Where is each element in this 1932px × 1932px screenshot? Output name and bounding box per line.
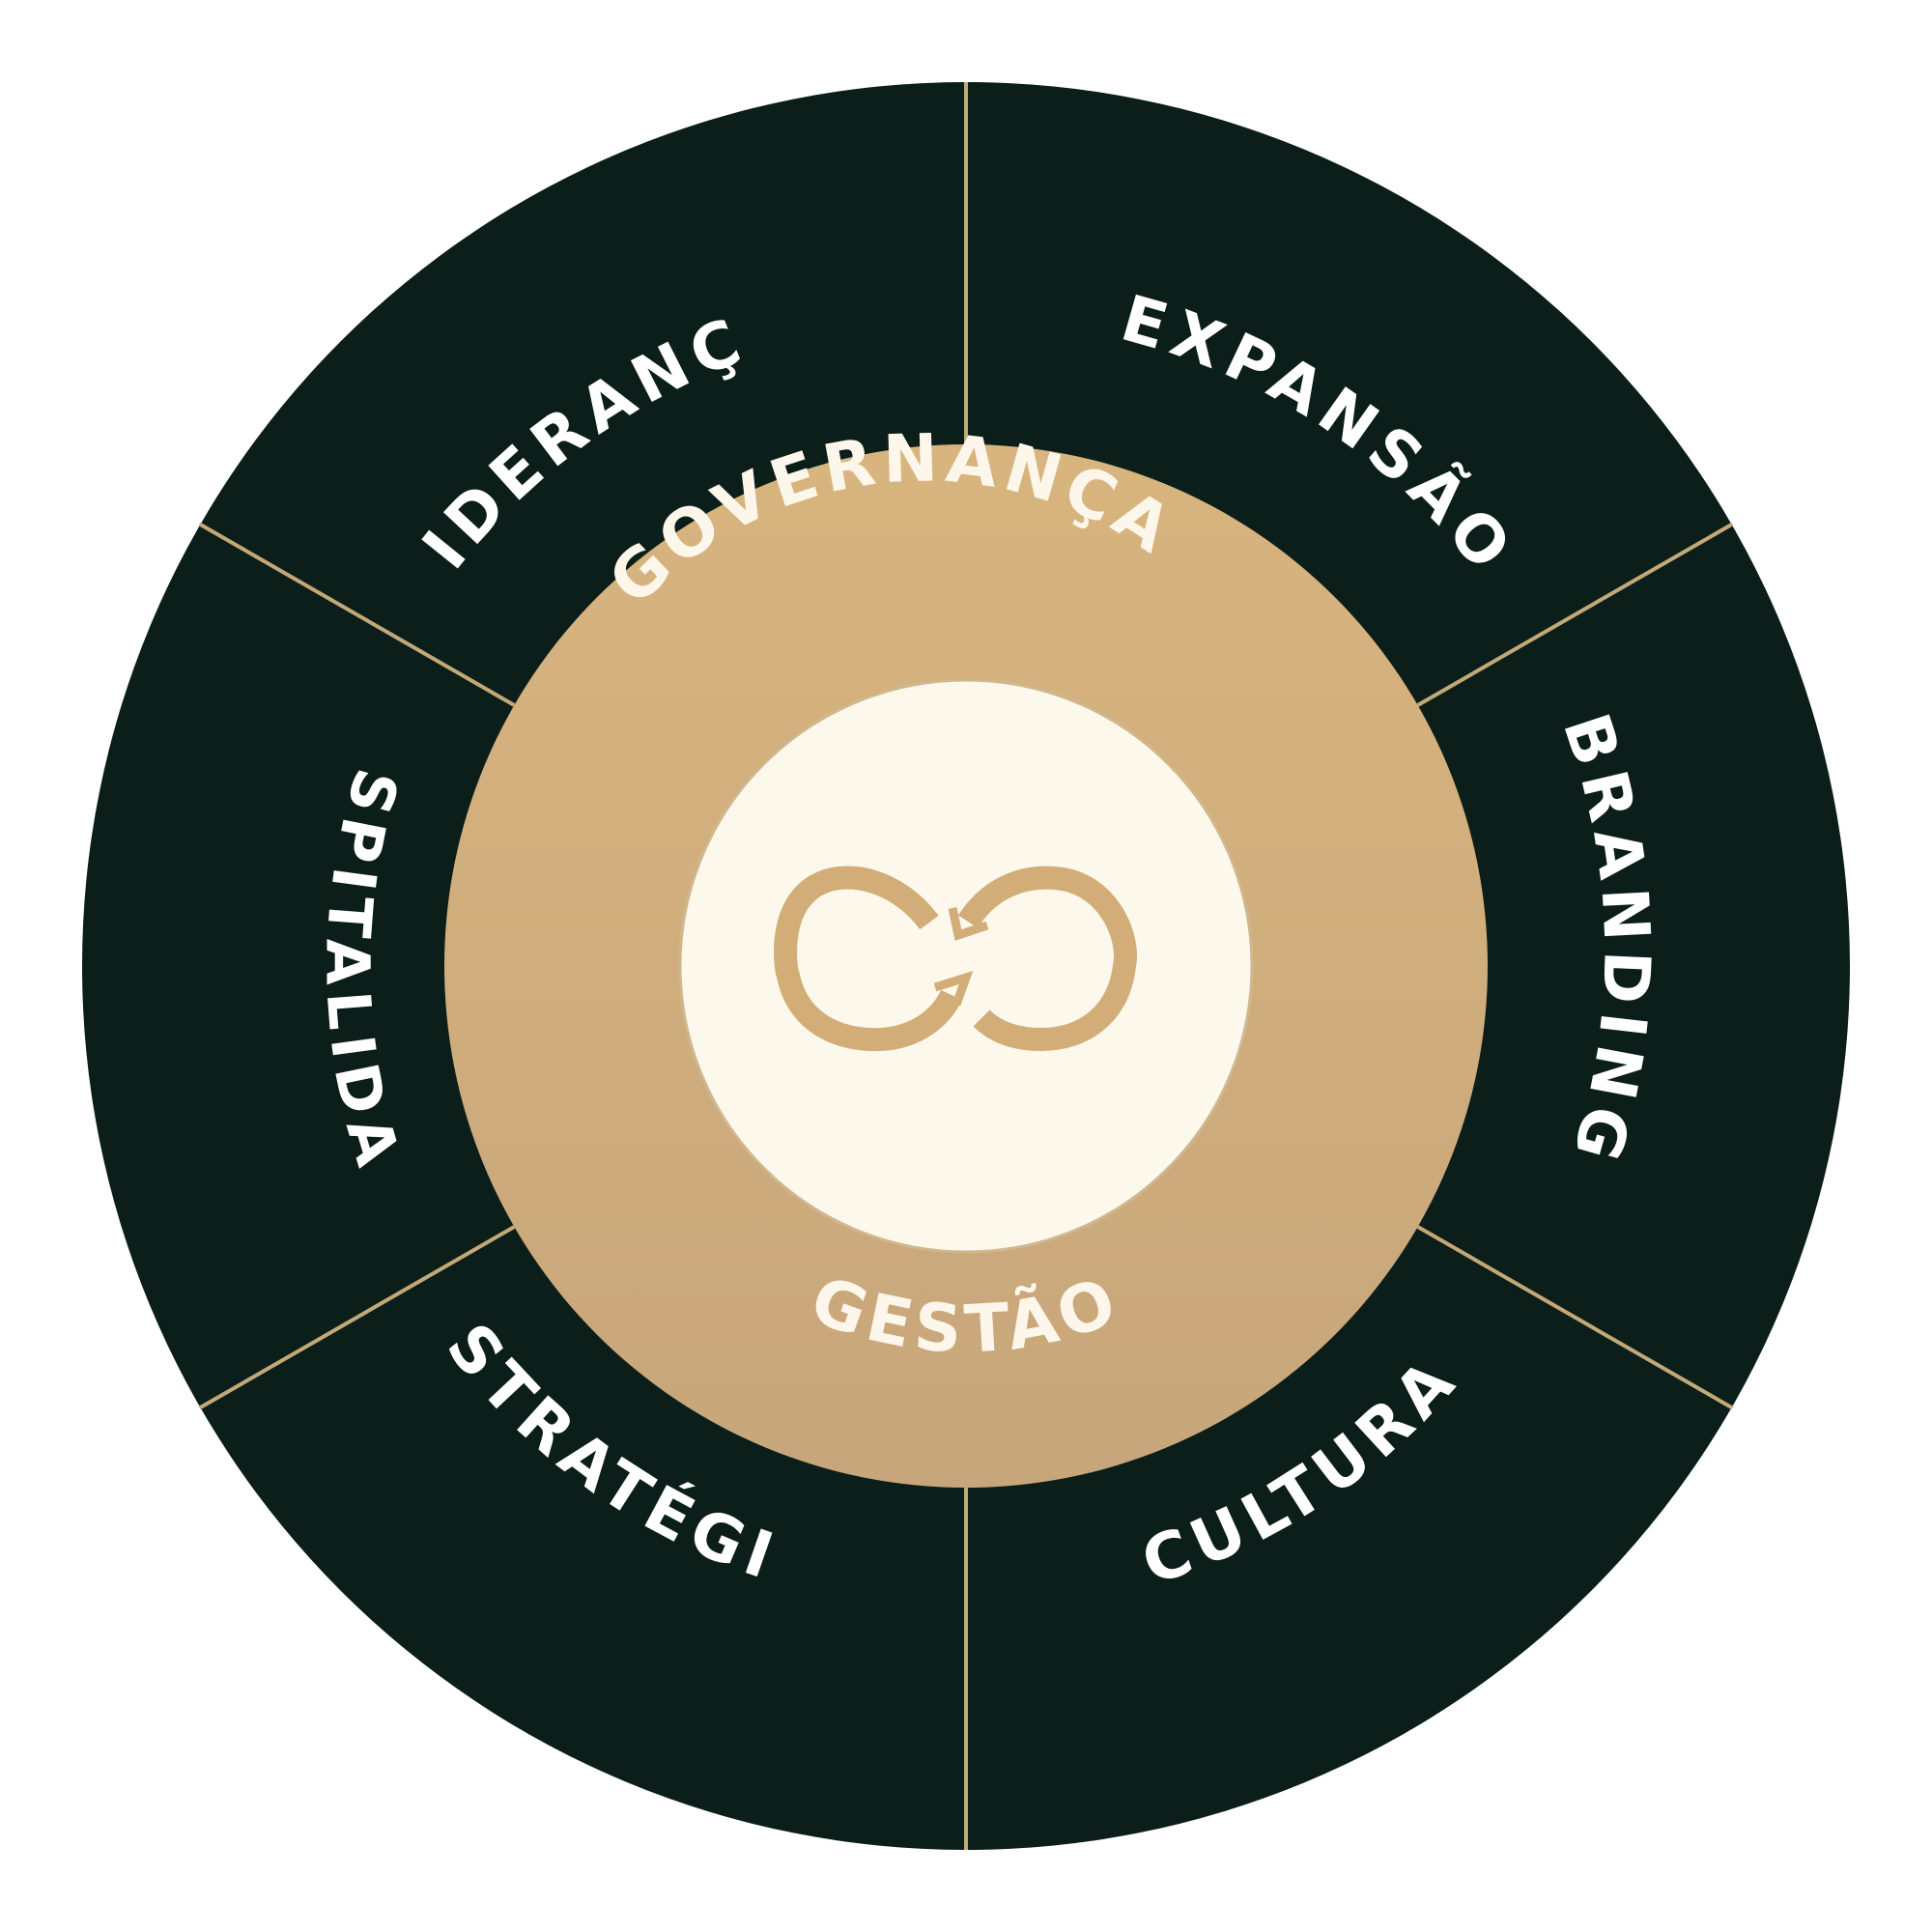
double-c-monogram-icon bbox=[774, 866, 1137, 1052]
divider-bottom-left bbox=[198, 1225, 516, 1410]
center-circle bbox=[678, 678, 1254, 1254]
divider-top-right bbox=[1416, 522, 1734, 707]
divider-top-left bbox=[198, 522, 516, 707]
divider-bottom-right bbox=[1416, 1225, 1734, 1410]
segment-dividers bbox=[198, 82, 1734, 1850]
